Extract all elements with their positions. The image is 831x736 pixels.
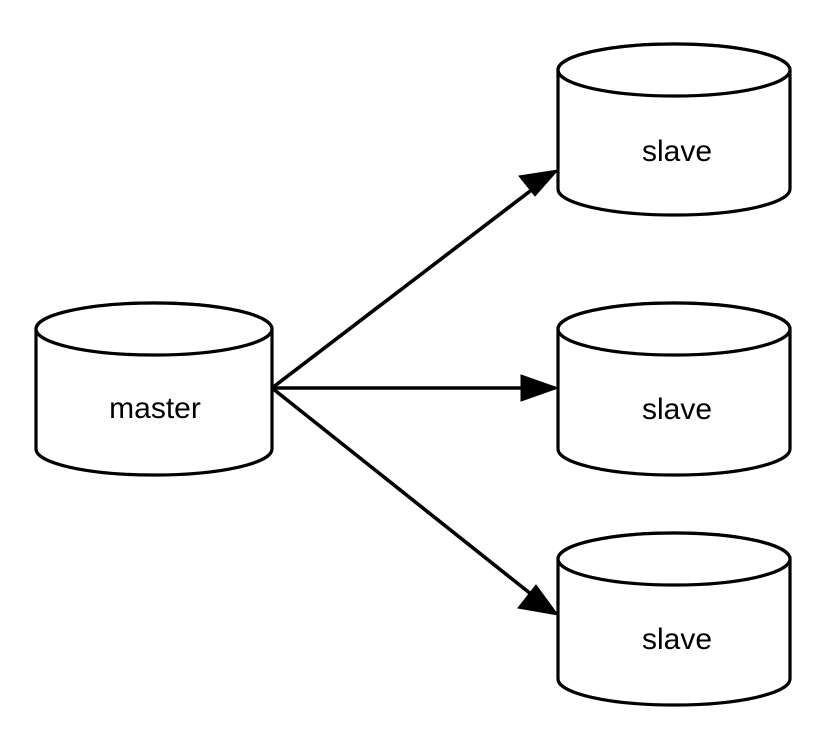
node-slave-1[interactable]: slave — [556, 42, 792, 217]
edge-line — [270, 180, 544, 390]
edge-master-to-slave-3[interactable] — [270, 386, 560, 616]
node-slave-3[interactable]: slave — [556, 531, 792, 707]
node-label-slave-2: slave — [642, 393, 712, 426]
cylinder-top-ellipse — [556, 301, 792, 357]
arrowhead-icon — [517, 584, 560, 616]
edge-master-to-slave-1[interactable] — [270, 169, 560, 390]
edge-master-to-slave-2[interactable] — [272, 374, 560, 402]
node-slave-2[interactable]: slave — [556, 301, 792, 477]
node-master[interactable]: master — [34, 301, 274, 477]
cylinder-top-ellipse — [556, 531, 792, 587]
cylinder-top-ellipse — [556, 42, 792, 98]
edge-line — [270, 386, 543, 604]
node-label-master: master — [109, 392, 201, 425]
node-label-slave-1: slave — [642, 135, 712, 168]
arrowhead-icon — [518, 169, 560, 197]
arrowhead-icon — [520, 374, 560, 402]
node-label-slave-3: slave — [642, 623, 712, 656]
cylinder-top-ellipse — [34, 301, 274, 357]
